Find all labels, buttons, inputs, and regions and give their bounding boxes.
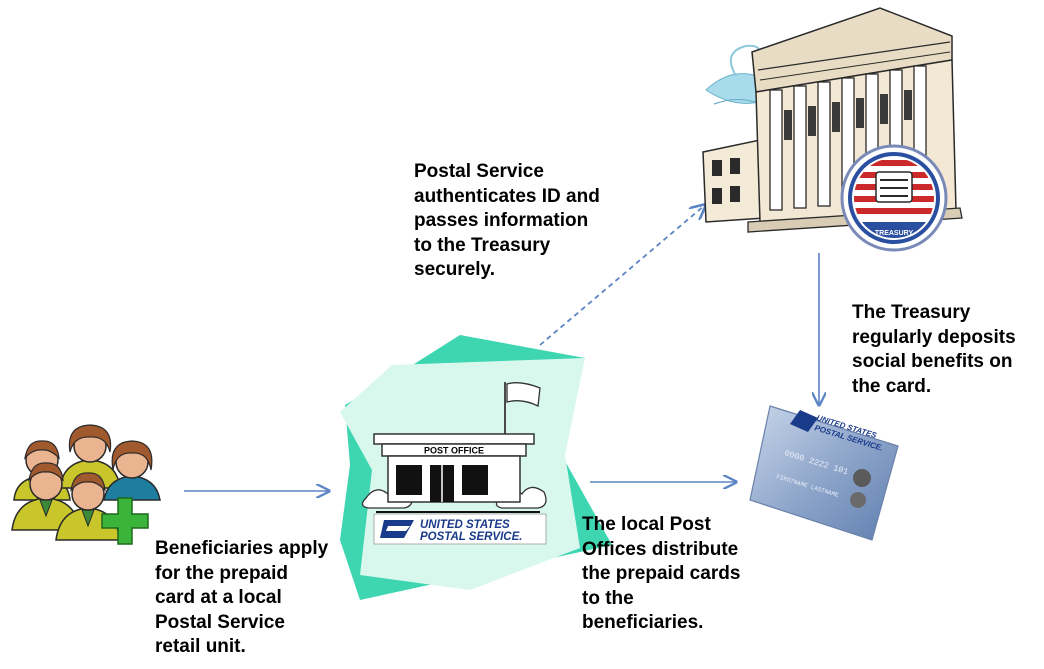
post-office-sign: POST OFFICE — [424, 446, 484, 456]
prepaid-card-icon: UNITED STATES POSTAL SERVICE. 0000 2222 … — [749, 405, 899, 541]
post-office-brand-line1: UNITED STATES — [420, 519, 510, 531]
arrow-post-office-to-treasury — [539, 205, 705, 346]
label-beneficiaries-apply: Beneficiaries apply for the prepaid card… — [155, 538, 329, 657]
label-distribute-cards: The local Post Offices distribute the pr… — [582, 514, 741, 633]
plus-icon — [101, 497, 149, 545]
arrows — [184, 205, 819, 491]
treasury-seal-text: TREASURY — [875, 230, 914, 237]
label-authenticate-id: Postal Service authenticates ID and pass… — [414, 161, 600, 280]
treasury-building-icon: TREASURY — [702, 7, 963, 252]
label-treasury-deposits: The Treasury regularly deposits social b… — [852, 302, 1016, 397]
beneficiaries-icon — [11, 424, 161, 545]
post-office-icon: POST OFFICE UNITED STATES POSTAL SERVICE… — [340, 335, 612, 600]
post-office-brand-line2: POSTAL SERVICE. — [420, 531, 522, 543]
